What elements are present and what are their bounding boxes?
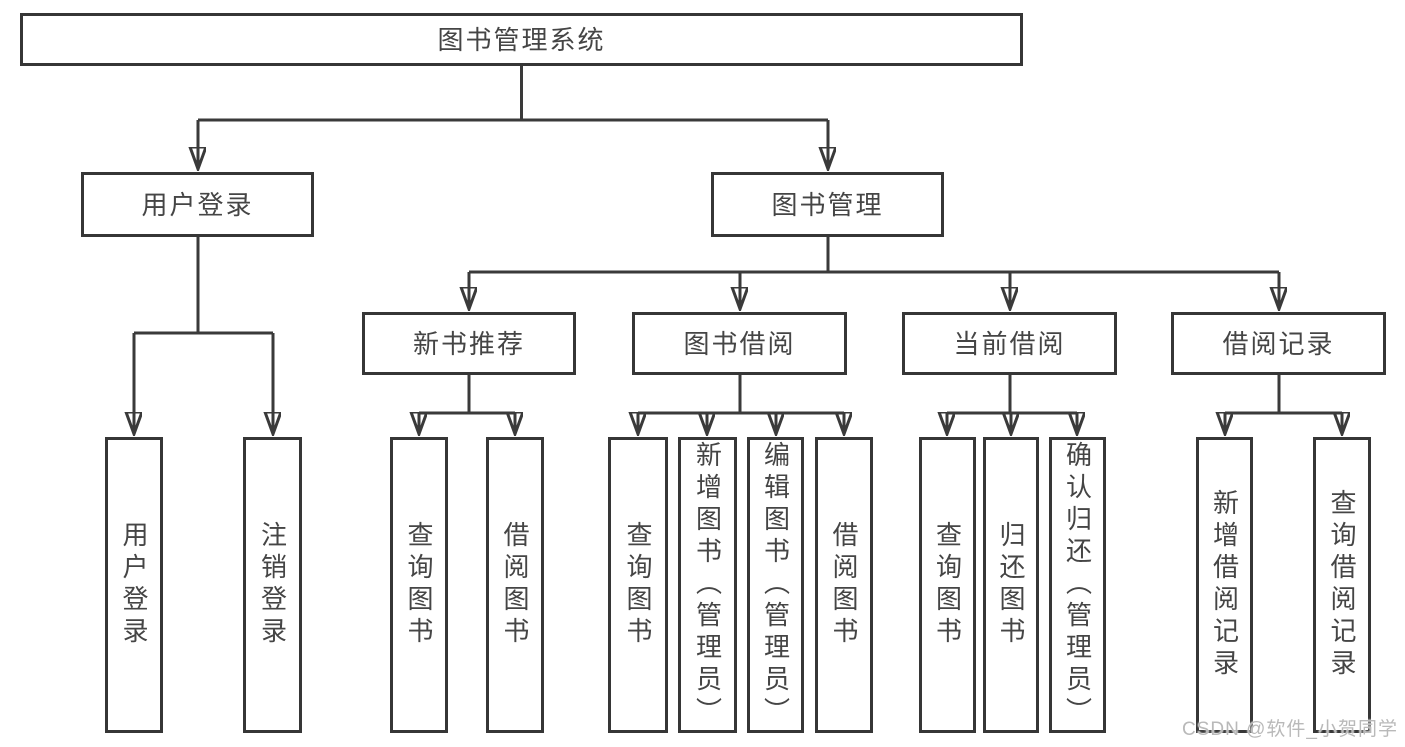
node-current-borrowing-label: 当前借阅 [953,328,1066,359]
leaf-nb-query-books-label: 查询图书 [404,521,434,649]
leaf-br-query-record: 查询借阅记录 [1313,437,1371,733]
leaf-bb-query-books: 查询图书 [608,437,668,733]
leaf-nb-borrow-books: 借阅图书 [486,437,544,733]
node-system-root: 图书管理系统 [20,13,1023,66]
leaf-nb-query-books: 查询图书 [390,437,448,733]
node-book-management: 图书管理 [711,172,944,237]
leaf-br-add-record: 新增借阅记录 [1196,437,1253,733]
leaf-user-login-label: 用户登录 [119,521,149,649]
leaf-bb-borrow-books: 借阅图书 [815,437,873,733]
leaf-cb-query-books-label: 查询图书 [932,521,963,649]
node-book-borrowing-label: 图书借阅 [683,328,796,359]
node-borrow-records-label: 借阅记录 [1222,328,1335,359]
leaf-br-query-record-label: 查询借阅记录 [1327,489,1357,681]
node-new-book-recommend: 新书推荐 [362,312,576,375]
leaf-nb-borrow-books-label: 借阅图书 [500,521,530,649]
leaf-cb-return-books-label: 归还图书 [996,521,1026,649]
leaf-cb-confirm-return-admin: 确认归还（管理员） [1049,437,1106,733]
leaf-br-add-record-label: 新增借阅记录 [1209,489,1240,681]
node-book-management-label: 图书管理 [771,189,884,220]
node-user-login: 用户登录 [81,172,314,237]
leaf-bb-add-books-admin-label: 新增图书（管理员） [692,441,723,729]
leaf-bb-edit-books-admin-label: 编辑图书（管理员） [760,441,791,729]
node-current-borrowing: 当前借阅 [902,312,1117,375]
leaf-bb-borrow-books-label: 借阅图书 [829,521,859,649]
leaf-bb-edit-books-admin: 编辑图书（管理员） [747,437,804,733]
leaf-logout: 注销登录 [243,437,302,733]
node-borrow-records: 借阅记录 [1171,312,1386,375]
csdn-watermark: CSDN @软件_小贺同学 [1182,719,1398,740]
leaf-cb-return-books: 归还图书 [983,437,1039,733]
node-book-borrowing: 图书借阅 [632,312,847,375]
node-system-root-label: 图书管理系统 [437,24,606,55]
leaf-cb-query-books: 查询图书 [919,437,976,733]
leaf-logout-label: 注销登录 [257,521,288,649]
leaf-user-login: 用户登录 [105,437,163,733]
leaf-bb-add-books-admin: 新增图书（管理员） [678,437,737,733]
leaf-cb-confirm-return-admin-label: 确认归还（管理员） [1062,441,1093,729]
node-user-login-label: 用户登录 [141,189,254,220]
node-new-book-recommend-label: 新书推荐 [412,328,525,359]
leaf-bb-query-books-label: 查询图书 [623,521,653,649]
